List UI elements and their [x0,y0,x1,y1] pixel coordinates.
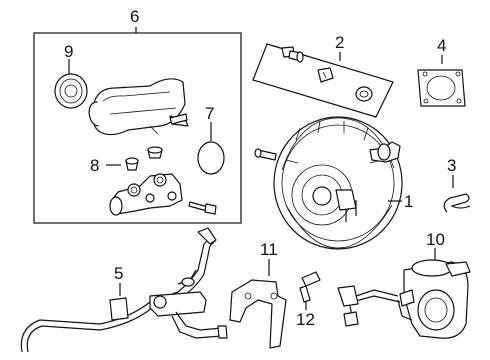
master-cylinder-group: 6 9 7 [33,7,242,224]
clip [317,67,334,83]
seal-kit-group: 2 [252,33,394,118]
callout-6: 6 [130,7,139,26]
pump-bracket: 11 [229,240,287,349]
brake-booster [254,116,403,250]
callout-8: 8 [90,156,99,175]
o-ring-seal [197,122,225,175]
grommet [355,86,373,102]
callout-3: 3 [447,156,456,175]
callout-11: 11 [260,240,278,259]
callout-1: 1 [404,192,413,211]
brake-fluid-reservoir [88,78,189,136]
callout-9: 9 [64,42,73,61]
callout-2: 2 [335,33,344,52]
vacuum-pump: 10 [337,230,471,339]
booster-gasket: 4 [417,36,466,107]
master-cylinder [109,173,183,216]
callout-5: 5 [114,264,123,283]
group-box-6 [33,32,242,224]
reservoir-grommets [106,146,163,171]
valve-fitting [281,46,304,63]
retaining-clip: 3 [443,156,471,213]
reservoir-cap [54,59,88,109]
callout-4: 4 [437,36,446,55]
master-cylinder-bolt [188,201,217,215]
callout-10: 10 [426,230,445,249]
callout-7: 7 [205,104,214,123]
mounting-bolt: 12 [296,271,321,329]
callout-12: 12 [296,310,315,329]
group-box-2 [252,43,394,118]
vacuum-hose: 5 [20,227,228,353]
